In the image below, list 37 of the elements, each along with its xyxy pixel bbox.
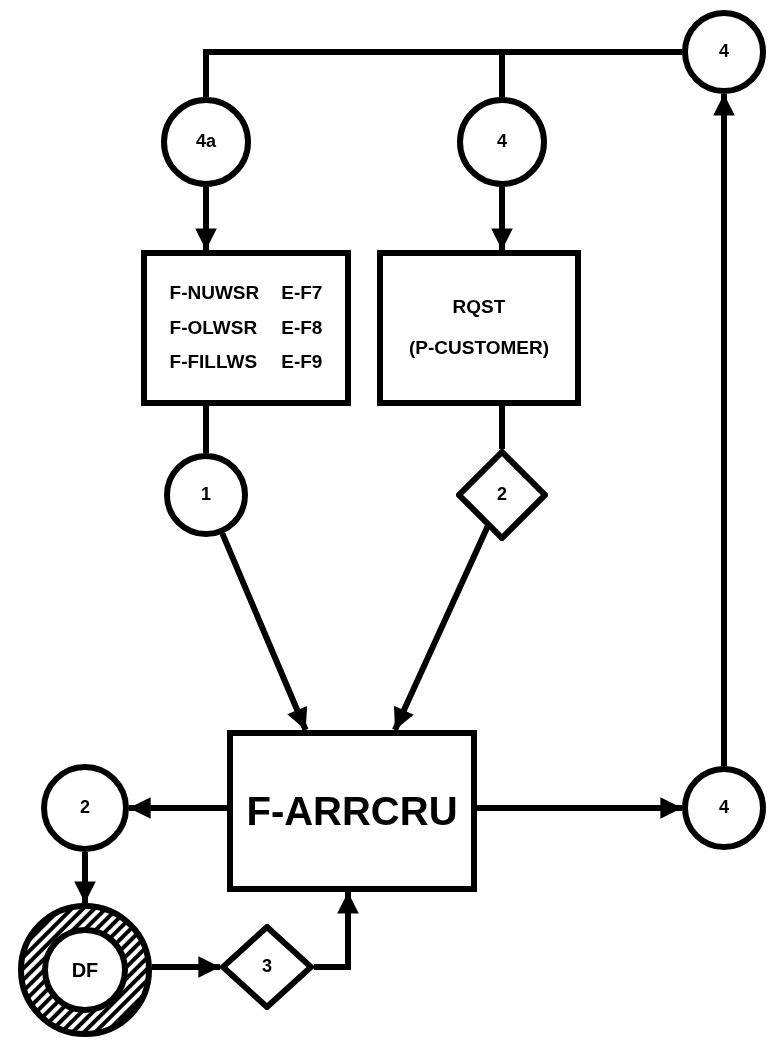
node-label: 4 bbox=[497, 132, 507, 152]
node-label: E-F7 bbox=[281, 282, 323, 304]
node-label: RQST bbox=[452, 297, 506, 318]
process-box bbox=[377, 250, 581, 406]
connector-line bbox=[499, 406, 505, 449]
node-label: (P-CUSTOMER) bbox=[408, 338, 549, 359]
node-label: F-FILLWS bbox=[169, 352, 259, 374]
arrow bbox=[219, 532, 309, 732]
node-label: 4 bbox=[719, 798, 729, 818]
node-label: 2 bbox=[497, 485, 507, 505]
arrow bbox=[477, 797, 682, 819]
node-label: F-OLWSR bbox=[169, 317, 259, 339]
node-label: E-F9 bbox=[281, 352, 323, 374]
node-label: 2 bbox=[80, 798, 90, 818]
node-label: F-NUWSR bbox=[169, 282, 260, 304]
node-label: DF bbox=[71, 959, 99, 981]
node-label: 1 bbox=[201, 485, 211, 505]
arrow bbox=[129, 797, 227, 819]
decision-diamond bbox=[456, 449, 548, 541]
node-label: 4a bbox=[196, 132, 216, 152]
arrow bbox=[195, 187, 217, 250]
node-label: F-ARRCRU bbox=[246, 789, 458, 833]
arrow bbox=[713, 94, 735, 766]
hatched-ring-circle bbox=[18, 903, 152, 1037]
process-box bbox=[141, 250, 351, 406]
process-box bbox=[227, 730, 477, 892]
arrow bbox=[152, 956, 220, 978]
arrow bbox=[314, 892, 359, 970]
arrow bbox=[74, 852, 96, 903]
arrow bbox=[392, 525, 491, 732]
node-label: 3 bbox=[262, 957, 272, 977]
connector-line bbox=[203, 406, 209, 453]
decision-diamond bbox=[220, 924, 314, 1010]
connector-line bbox=[499, 49, 682, 97]
node-label: 4 bbox=[719, 42, 729, 62]
node-label: E-F8 bbox=[281, 317, 323, 339]
arrow bbox=[491, 187, 513, 250]
